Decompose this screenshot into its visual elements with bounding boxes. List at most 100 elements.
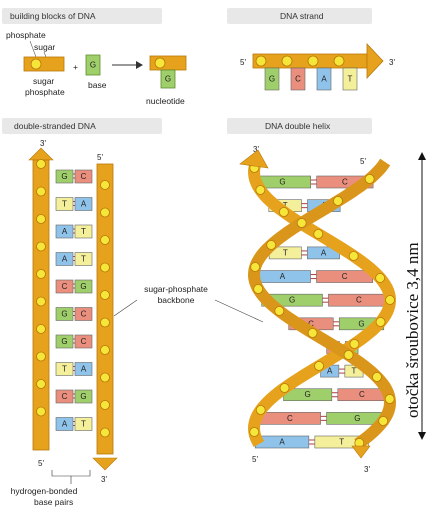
svg-text:A: A (62, 255, 68, 264)
phosphate-circle (30, 58, 42, 70)
helix-top-right: 5' (360, 157, 366, 166)
svg-text:C: C (62, 282, 68, 291)
ladder-base-right-7: A (74, 362, 93, 376)
phosphate-circle (36, 186, 46, 197)
phosphate-circle (100, 400, 110, 410)
phosphate-circle (253, 284, 264, 294)
phosphate-circle (384, 394, 395, 404)
phosphate-circle (333, 196, 343, 206)
svg-text:C: C (342, 272, 348, 281)
ladder-base-right-4: G (74, 279, 93, 294)
ladder-base-right-8: G (74, 389, 93, 404)
ladder-base-left-0: G (55, 169, 74, 184)
svg-text:G: G (354, 414, 360, 423)
svg-text:T: T (352, 367, 357, 376)
svg-text:T: T (81, 255, 86, 264)
svg-text:G: G (80, 282, 86, 291)
helix-bottom-right: 3' (364, 465, 370, 474)
phosphate-circle (36, 406, 46, 417)
building-blocks-panel: phosphate sugar sugar phosphate + G base… (6, 30, 187, 106)
svg-text:C: C (81, 310, 87, 319)
svg-text:A: A (321, 75, 327, 84)
svg-text:G: G (80, 392, 86, 401)
phosphate-circle (266, 240, 277, 250)
svg-text:G: G (289, 296, 295, 305)
phosphate-circle (307, 328, 318, 338)
phosphate-circle (100, 180, 110, 190)
svg-text:A: A (62, 420, 68, 429)
phosphate-circle (100, 207, 110, 218)
strand-5-end: 5' (240, 58, 246, 67)
phosphate-circle (255, 185, 266, 195)
svg-text:sugar-phosphate: sugar-phosphate (144, 284, 208, 294)
strand-3-end: 3' (389, 58, 395, 67)
ladder-bottom-right: 3' (101, 475, 107, 484)
svg-text:T: T (62, 200, 67, 209)
ladder-top-left: 3' (40, 139, 46, 148)
ladder-base-right-6: C (74, 334, 93, 349)
phosphate-circle (313, 229, 324, 239)
ladder-base-right-1: A (74, 197, 93, 211)
header-double-helix: DNA double helix (227, 118, 372, 134)
svg-text:C: C (81, 172, 87, 181)
turn-length-label: otočka šroubovice 3,4 nm (403, 242, 422, 418)
phosphate-circle (36, 324, 46, 334)
svg-text:double-stranded DNA: double-stranded DNA (14, 121, 96, 131)
phosphate-circle (36, 379, 46, 389)
sugar-label: sugar (34, 42, 55, 52)
phosphate-circle (100, 290, 110, 300)
phosphate-circle (349, 339, 360, 349)
phosphate-circle (100, 345, 110, 355)
phosphate-circle (36, 159, 46, 169)
svg-text:T: T (62, 365, 67, 374)
phosphate-label: phosphate (6, 30, 46, 40)
svg-text:DNA double helix: DNA double helix (265, 121, 331, 131)
helix-base-left-11: A (254, 435, 310, 449)
phosphate-circle (281, 55, 293, 67)
sugar-phosphate-label-line2: phosphate (25, 87, 65, 97)
svg-text:T: T (283, 248, 288, 257)
phosphate-circle (250, 262, 261, 272)
helix-top-left: 3' (253, 145, 259, 154)
svg-text:C: C (62, 392, 68, 401)
phosphate-circle (255, 55, 267, 67)
phosphate-circle (100, 372, 110, 383)
phosphate-circle (100, 262, 110, 273)
hbond-label-line2: base pairs (34, 497, 73, 507)
svg-text:C: C (342, 178, 348, 187)
plus-sign: + (73, 62, 78, 72)
turn-length-annotation: otočka šroubovice 3,4 nm (403, 152, 426, 440)
svg-text:T: T (81, 227, 86, 236)
phosphate-circle (372, 372, 382, 382)
svg-text:G: G (61, 337, 67, 346)
svg-text:C: C (359, 390, 365, 399)
base-letter: G (90, 61, 96, 70)
phosphate-circle (378, 416, 389, 426)
phosphate-circle (333, 55, 345, 67)
svg-text:G: G (61, 172, 67, 181)
ladder-base-left-2: A (55, 224, 74, 239)
ladder-base-right-2: T (74, 224, 93, 239)
svg-text:T: T (339, 438, 344, 447)
helix-base-left-3: T (268, 246, 302, 260)
header-dna-strand: DNA strand (227, 8, 372, 24)
nucleotide-label: nucleotide (146, 96, 185, 106)
helix-base-right-4: C (316, 270, 374, 283)
svg-text:G: G (269, 75, 275, 84)
base-shape (85, 54, 101, 76)
phosphate-circle (375, 273, 386, 283)
strand-base-3: T (342, 67, 358, 91)
ladder-base-right-9: T (74, 417, 93, 431)
ladder-base-left-7: T (55, 362, 74, 376)
phosphate-circle (249, 427, 260, 437)
ladder-base-left-3: A (55, 252, 74, 266)
svg-text:A: A (327, 367, 333, 376)
phosphate-circle (343, 350, 354, 360)
phosphate-circle (36, 241, 46, 252)
phosphate-circle (296, 218, 307, 228)
hbond-label-line1: hydrogen-bonded (11, 486, 78, 496)
phosphate-circle (36, 214, 46, 224)
header-double-stranded: double-stranded DNA (2, 118, 162, 134)
svg-text:A: A (279, 438, 285, 447)
